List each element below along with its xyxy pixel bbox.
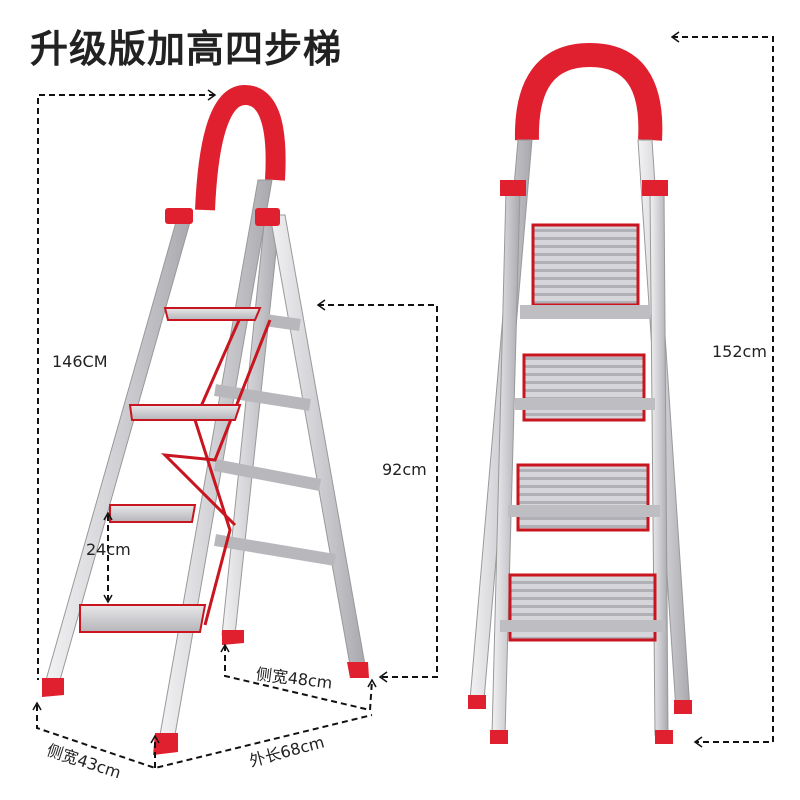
side-steps [79,307,262,633]
front-view-ladder [468,42,692,744]
product-title: 升级版加高四步梯 [30,27,343,71]
handle-grip [195,84,286,211]
label-total-height-side: 146CM [52,352,108,371]
dimension-lines [36,36,774,770]
rear-leg-right [269,214,366,666]
front-steps [508,223,657,642]
label-total-height-front: 152cm [712,342,767,361]
label-platform-height: 92cm [382,460,427,479]
label-step-spacing: 24cm [86,540,131,559]
side-view-ladder [42,84,369,755]
